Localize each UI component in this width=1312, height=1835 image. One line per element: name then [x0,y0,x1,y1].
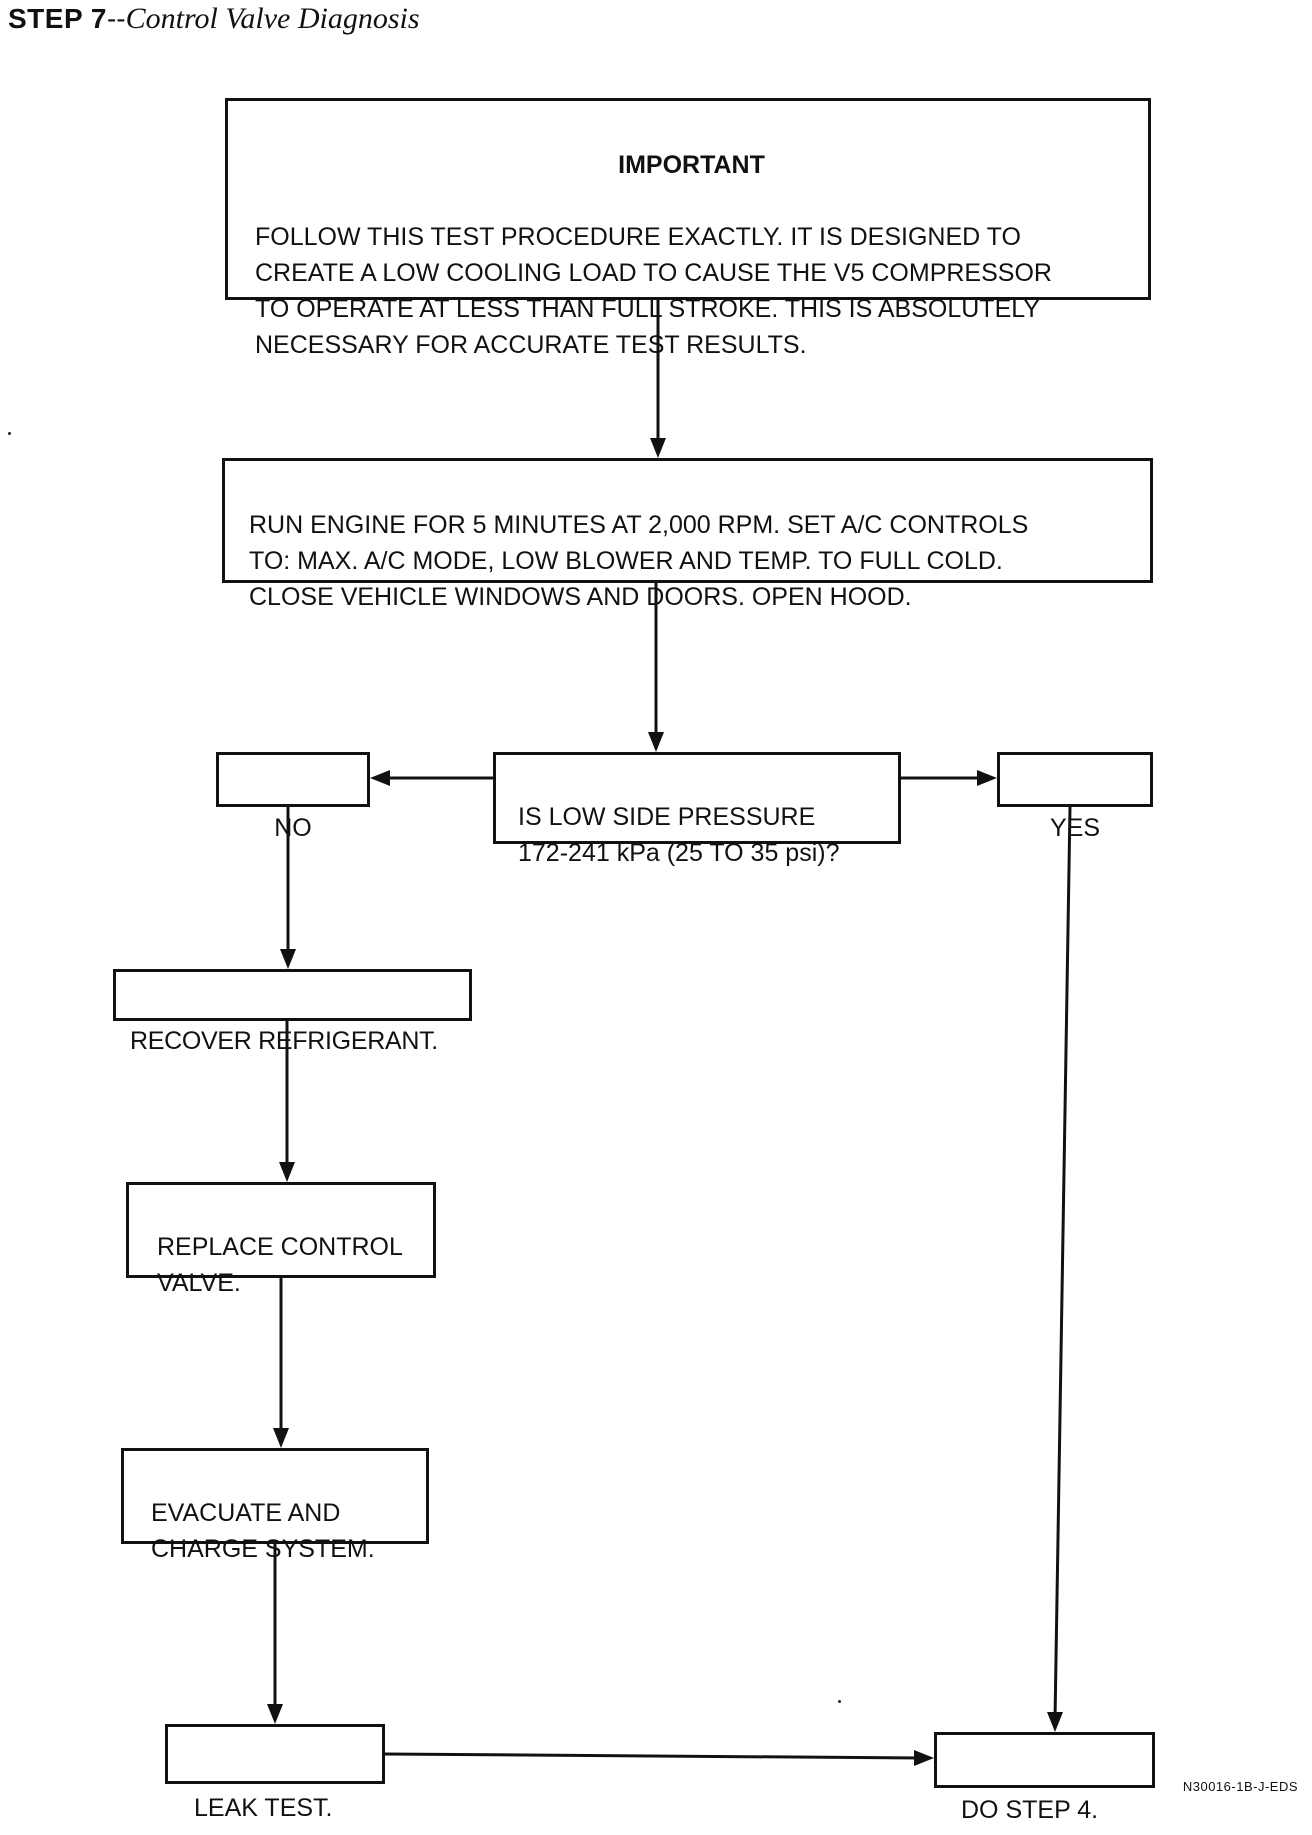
yes-label: YES [1049,814,1101,842]
do-step-4-box: DO STEP 4. [934,1732,1155,1824]
arrowhead-yes [977,770,997,786]
step-dash: -- [106,3,126,34]
scan-speck [8,432,11,435]
yes-branch-box: YES [997,752,1153,842]
arrowhead-evacuate [273,1428,289,1448]
step-label: STEP 7 [8,3,107,34]
page-header: STEP 7--Control Valve Diagnosis [8,2,420,36]
figure-code: N30016-1B-J-EDS [1182,1779,1298,1794]
important-heading: IMPORTANT [618,151,765,179]
arrowhead-replace [279,1162,295,1182]
arrowhead-do-step-from-yes [1047,1712,1063,1732]
page-title: Control Valve Diagnosis [125,2,420,35]
run-engine-step-box: RUN ENGINE FOR 5 MINUTES AT 2,000 RPM. S… [222,458,1153,611]
flowchart-connectors [267,300,1072,1766]
replace-control-valve-text: REPLACE CONTROL VALVE. [157,1233,403,1297]
recover-refrigerant-box: RECOVER REFRIGERANT. [113,969,472,1055]
do-step-4-text: DO STEP 4. [961,1796,1099,1824]
no-branch-box: NO [216,752,370,842]
decision-question-text: IS LOW SIDE PRESSURE 172-241 kPa (25 TO … [518,803,840,867]
arrowhead-question [648,732,664,752]
arrowhead-recover [280,949,296,969]
leak-test-text: LEAK TEST. [194,1794,333,1822]
arrow-leak-test-to-do-step [384,1752,923,1760]
arrow-yes-to-do-step [1053,806,1072,1721]
no-label: NO [274,814,312,842]
run-engine-text: RUN ENGINE FOR 5 MINUTES AT 2,000 RPM. S… [249,511,1029,611]
scan-speck [838,1700,841,1703]
arrowhead-run-engine [650,438,666,458]
evacuate-charge-text: EVACUATE AND CHARGE SYSTEM. [151,1499,375,1563]
replace-control-valve-box: REPLACE CONTROL VALVE. [126,1182,436,1297]
evacuate-charge-box: EVACUATE AND CHARGE SYSTEM. [121,1448,429,1563]
arrowhead-do-step-from-leak [914,1750,934,1766]
important-notice-box: IMPORTANT FOLLOW THIS TEST PROCEDURE EXA… [225,98,1151,359]
arrowhead-no [370,770,390,786]
recover-refrigerant-text: RECOVER REFRIGERANT. [130,1027,438,1055]
low-side-pressure-decision-box: IS LOW SIDE PRESSURE 172-241 kPa (25 TO … [493,752,901,867]
important-text: FOLLOW THIS TEST PROCEDURE EXACTLY. IT I… [255,223,1052,359]
leak-test-box: LEAK TEST. [165,1724,385,1822]
arrowhead-leak-test [267,1704,283,1724]
